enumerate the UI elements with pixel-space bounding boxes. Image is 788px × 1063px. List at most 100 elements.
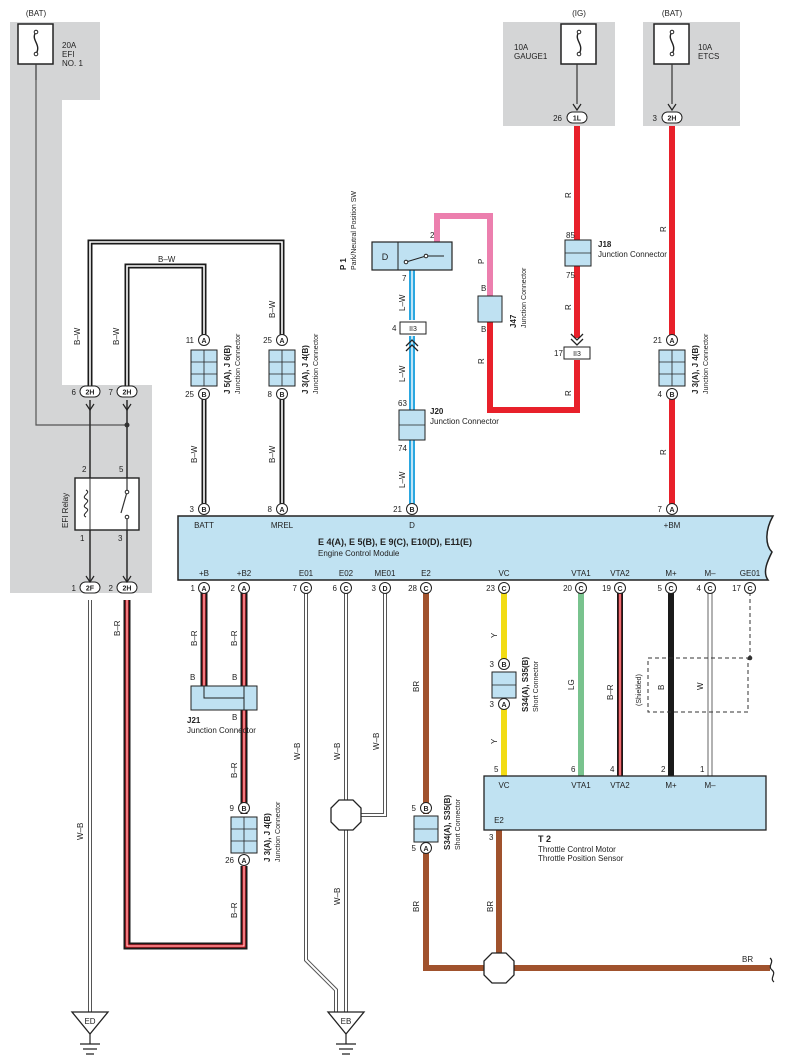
svg-text:Junction Connector: Junction Connector xyxy=(521,267,528,328)
svg-text:BATT: BATT xyxy=(194,521,214,530)
connector-j47: B B J47 Junction Connector xyxy=(477,267,528,334)
label-lw-3: L–W xyxy=(398,471,407,488)
svg-text:4: 4 xyxy=(697,584,702,593)
fuse-gauge-name: GAUGE1 xyxy=(514,52,548,61)
label-wb-2: W–B xyxy=(293,743,302,760)
label-r-4: R xyxy=(564,390,573,396)
svg-text:B: B xyxy=(409,507,414,514)
svg-text:B: B xyxy=(501,662,506,669)
label-b: B xyxy=(657,685,666,690)
label-p: P xyxy=(477,259,486,264)
label-shielded: (Shielded) xyxy=(636,674,643,706)
svg-text:1: 1 xyxy=(72,584,77,593)
svg-text:B: B xyxy=(241,806,246,813)
label-wb-4: W–B xyxy=(372,733,381,750)
label-wb-5: W–B xyxy=(333,888,342,905)
svg-text:J 5(A), J 6(B): J 5(A), J 6(B) xyxy=(223,345,232,394)
svg-text:A: A xyxy=(201,586,206,593)
efi-relay: 2 5 1 3 EFI Relay xyxy=(61,465,140,543)
svg-text:25: 25 xyxy=(185,390,194,399)
svg-text:E2: E2 xyxy=(421,569,431,578)
svg-text:B: B xyxy=(423,806,428,813)
svg-text:B: B xyxy=(279,392,284,399)
svg-text:17: 17 xyxy=(732,584,741,593)
svg-text:5: 5 xyxy=(412,804,417,813)
svg-text:21: 21 xyxy=(653,336,662,345)
svg-text:6: 6 xyxy=(72,388,77,397)
svg-text:6: 6 xyxy=(333,584,338,593)
connector-ii3a: II3 4 xyxy=(392,321,427,352)
svg-text:19: 19 xyxy=(602,584,611,593)
label-wb-3: W–B xyxy=(333,743,342,760)
ecm-bottom-pin-m-plus: M+ C 5 xyxy=(658,569,677,594)
fuse-efi-no: NO. 1 xyxy=(62,59,83,68)
svg-text:2: 2 xyxy=(231,584,236,593)
ecm-bottom-pin-vta1: VTA1 C 20 xyxy=(563,569,591,594)
svg-text:A: A xyxy=(241,858,246,865)
svg-text:D: D xyxy=(409,521,415,530)
svg-text:C: C xyxy=(747,586,752,593)
efi-relay-label: EFI Relay xyxy=(61,493,70,528)
label-brown-2: BR xyxy=(412,901,421,912)
j21-sub: Junction Connector xyxy=(187,726,256,735)
svg-text:B: B xyxy=(232,673,237,682)
svg-text:3: 3 xyxy=(653,114,658,123)
ecm-bottom-pin-vta2: VTA2 C 19 xyxy=(602,569,630,594)
svg-text:B: B xyxy=(481,284,486,293)
svg-text:1: 1 xyxy=(191,584,196,593)
svg-text:VC: VC xyxy=(498,781,509,790)
svg-text:ED: ED xyxy=(84,1017,95,1026)
svg-text:Junction Connector: Junction Connector xyxy=(313,333,320,394)
relay-conn-top-1: 2H 6 xyxy=(72,385,101,398)
label-lw-2: L–W xyxy=(398,365,407,382)
svg-text:M–: M– xyxy=(704,781,716,790)
svg-text:C: C xyxy=(303,586,308,593)
park-neutral-switch: D 2 7 P 1 Park/Neutral Position SW xyxy=(339,191,453,283)
svg-text:1L: 1L xyxy=(573,116,582,123)
svg-text:C: C xyxy=(707,586,712,593)
connector-j5: A 11 B 25 J 5(A), J 6(B) Junction Connec… xyxy=(185,333,242,400)
svg-text:Junction Connector: Junction Connector xyxy=(235,333,242,394)
svg-text:1: 1 xyxy=(700,765,705,774)
svg-text:J 3(A), J 4(B): J 3(A), J 4(B) xyxy=(263,813,272,862)
svg-text:8: 8 xyxy=(268,390,273,399)
label-br-4: B–R xyxy=(230,762,239,778)
svg-text:A: A xyxy=(423,846,428,853)
svg-text:B: B xyxy=(669,392,674,399)
relay-conn-bottom-2: 2H 2 xyxy=(109,581,138,594)
wire-br-e2 xyxy=(423,592,770,971)
svg-text:M+: M+ xyxy=(665,781,677,790)
connector-s34a: B 3 A 3 S34(A), S35(B) Short Connector xyxy=(490,657,540,712)
wire-bw-outer xyxy=(87,239,285,506)
svg-text:23: 23 xyxy=(486,584,495,593)
svg-text:75: 75 xyxy=(566,271,575,280)
gauge-fuse-area xyxy=(503,22,615,126)
svg-text:A: A xyxy=(279,338,284,345)
label-r-3: R xyxy=(564,304,573,310)
svg-text:3: 3 xyxy=(490,660,495,669)
svg-text:5: 5 xyxy=(119,465,124,474)
svg-text:2: 2 xyxy=(661,765,666,774)
wire-br-plus-b xyxy=(200,592,248,814)
label-brown-4: BR xyxy=(742,955,753,964)
svg-text:4: 4 xyxy=(392,324,397,333)
svg-text:C: C xyxy=(423,586,428,593)
svg-text:2H: 2H xyxy=(86,390,95,397)
label-r-6: R xyxy=(659,449,668,455)
wire-wb-eb xyxy=(304,592,387,1012)
svg-text:D: D xyxy=(382,252,389,262)
fuse-etcs: 10A ETCS xyxy=(653,23,719,65)
svg-text:+B2: +B2 xyxy=(237,569,252,578)
svg-text:2: 2 xyxy=(430,231,435,240)
ecm-top-pin-mrel: A 8 MREL xyxy=(268,503,294,530)
svg-text:B: B xyxy=(481,325,486,334)
svg-text:6: 6 xyxy=(571,765,576,774)
svg-text:S34(A), S35(B): S34(A), S35(B) xyxy=(443,795,452,850)
label-lg: LG xyxy=(567,679,576,690)
svg-text:2: 2 xyxy=(82,465,87,474)
svg-text:B: B xyxy=(190,673,195,682)
connector-j18: 85 75 J18 Junction Connector xyxy=(564,231,667,280)
relay-conn-top-2: 2H 7 xyxy=(109,385,138,398)
svg-text:2H: 2H xyxy=(668,116,677,123)
connector-etcs-2h: 2H 3 xyxy=(653,103,683,124)
